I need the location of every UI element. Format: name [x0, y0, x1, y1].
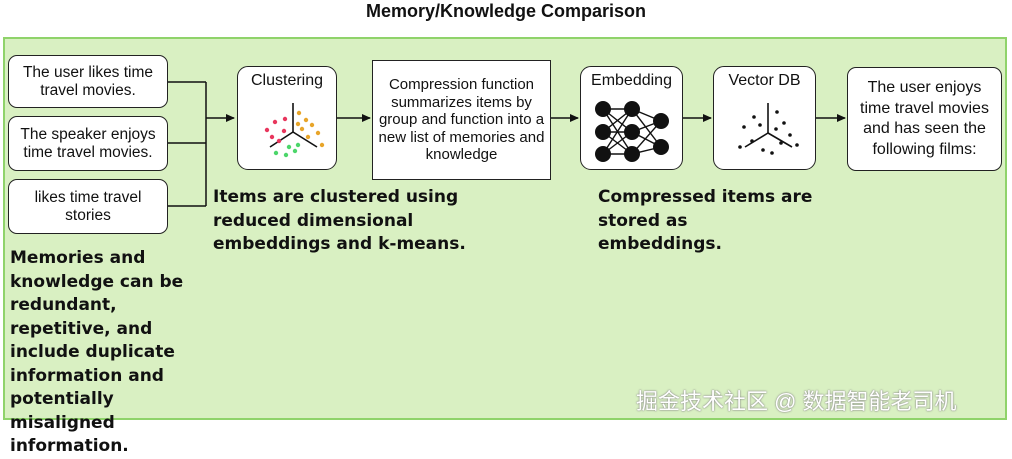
- clustering-box: Clustering: [237, 66, 337, 170]
- embedding-box: Embedding: [580, 66, 683, 170]
- input-memory-box-1: The user likes time travel movies.: [8, 55, 168, 108]
- compression-function-box: Compression function summarizes items by…: [372, 60, 551, 180]
- vector-db-label: Vector DB: [728, 72, 801, 89]
- watermark-text: 掘金技术社区 @ 数据智能老司机: [636, 389, 957, 414]
- neural-network-icon: [595, 101, 669, 162]
- output-summary-box: The user enjoys time travel movies and h…: [847, 67, 1002, 171]
- diagram-title: Memory/Knowledge Comparison: [365, 1, 647, 21]
- vector-db-box: Vector DB: [713, 66, 816, 170]
- embedding-label: Embedding: [591, 72, 672, 89]
- diagram-panel: [3, 37, 1007, 420]
- input-memory-box-2: The speaker enjoys time travel movies.: [8, 116, 168, 171]
- vector-scatter-icon: [738, 103, 799, 155]
- scatter-cluster-icon: [264, 103, 325, 158]
- input-memory-box-3: likes time travel stories: [8, 179, 168, 234]
- connector-arrows: [168, 81, 846, 207]
- clustered-note: Items are clustered using reduced dimens…: [213, 187, 466, 254]
- clustering-label: Clustering: [250, 72, 324, 89]
- memories-note: Memories and knowledge can be redundant,…: [10, 248, 184, 456]
- compressed-note: Compressed items are stored as embedding…: [598, 187, 813, 254]
